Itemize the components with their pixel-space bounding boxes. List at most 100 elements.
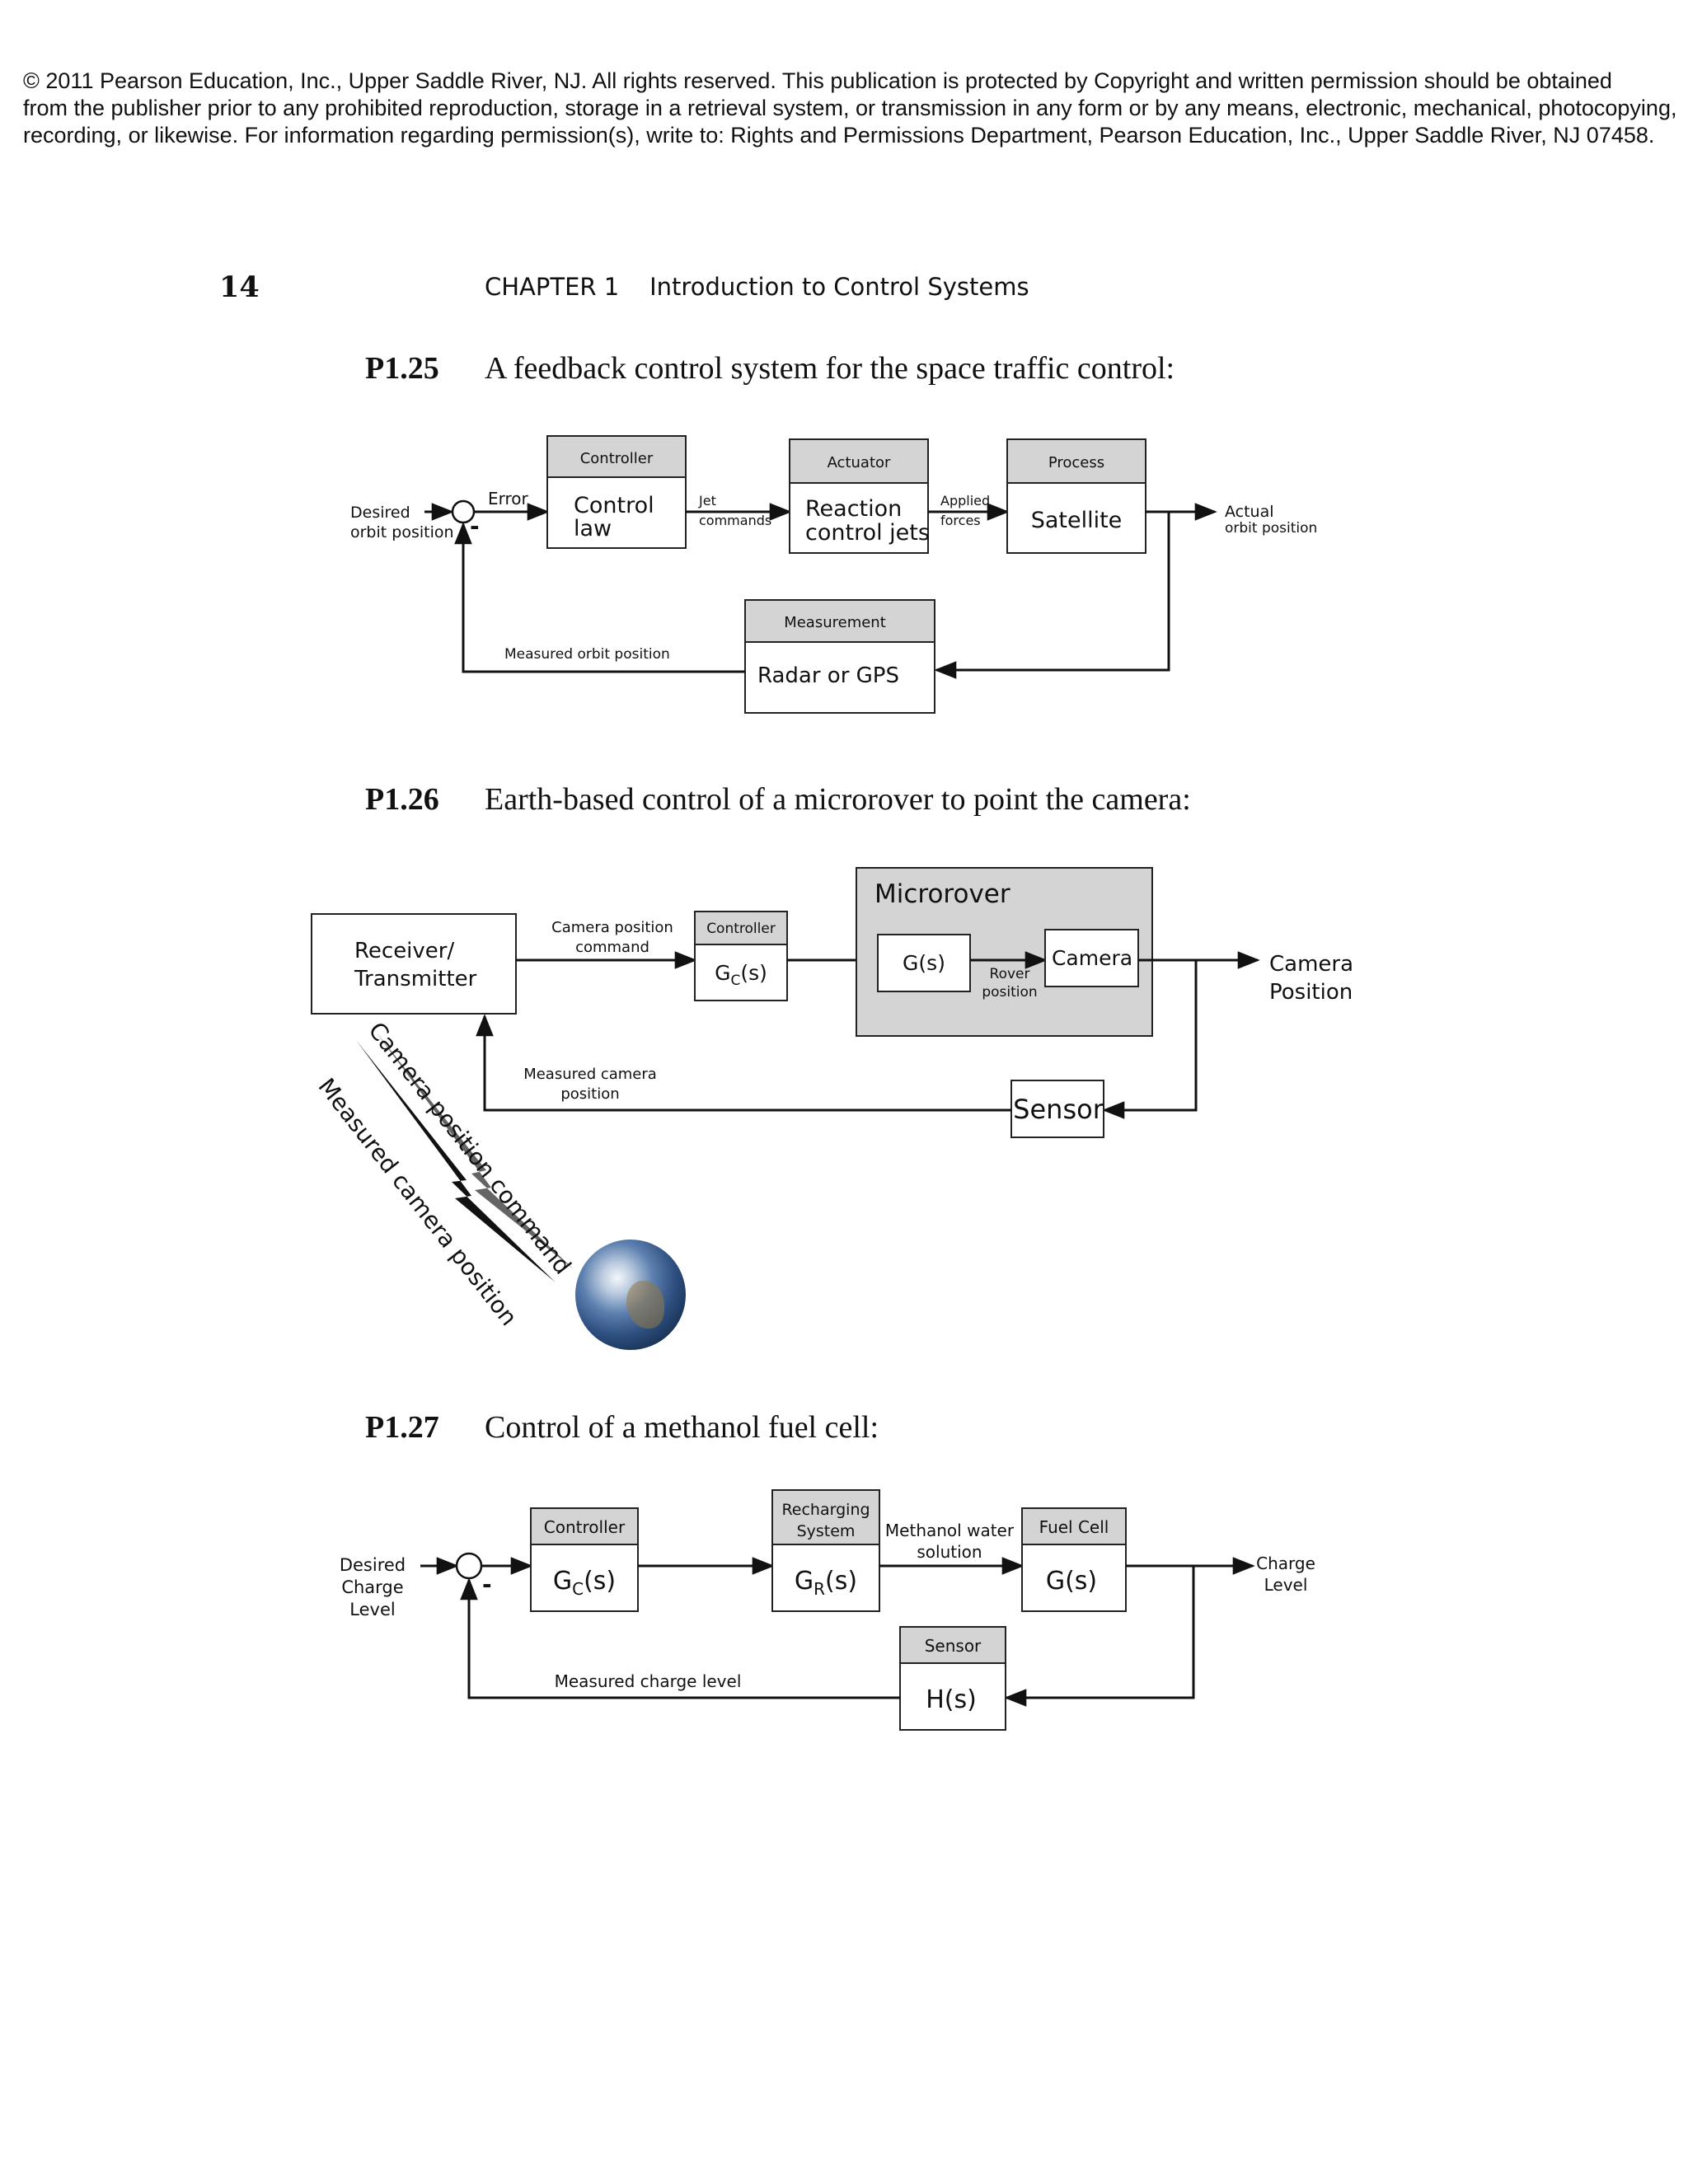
input-label: Desired: [340, 1555, 406, 1575]
problem-title: Earth-based control of a microrover to p…: [485, 782, 1191, 817]
jet-label: Jet: [698, 493, 716, 509]
sensor-header: [899, 1626, 1006, 1664]
controller-block: [530, 1544, 639, 1612]
jet-label: commands: [699, 513, 771, 528]
problem-p1-25: P1.25 A feedback control system for the s…: [365, 350, 1175, 387]
problem-number: P1.26: [365, 782, 439, 817]
controller-block: [546, 476, 687, 549]
receiver-label: Receiver/: [354, 939, 454, 963]
microrover-label: Microrover: [874, 879, 1010, 909]
recharging-header-label: Recharging: [781, 1501, 870, 1519]
copyright-line: from the publisher prior to any prohibit…: [23, 96, 1677, 120]
sensor-input-line: [1102, 960, 1198, 1119]
error-label: Error: [488, 489, 529, 509]
fuelcell-header-label: Fuel Cell: [1039, 1517, 1109, 1537]
controller-body-label: law: [574, 516, 612, 541]
copyright-line: recording, or likewise. For information …: [23, 123, 1655, 148]
problem-number: P1.27: [365, 1410, 439, 1445]
input-label: Charge: [341, 1577, 403, 1597]
feedback-label: Measured charge level: [555, 1671, 742, 1691]
link-command-label: Camera position command: [363, 1017, 576, 1279]
output-label: Actual: [1225, 503, 1274, 521]
controller-block: [694, 944, 788, 1001]
input-label: Level: [349, 1600, 395, 1619]
measurement-body-label: Radar or GPS: [757, 663, 899, 688]
receiver-block: [311, 913, 517, 1015]
camera-output-label: Position: [1269, 980, 1353, 1005]
recharging-header-label: System: [797, 1522, 856, 1540]
process-header-label: Process: [1048, 454, 1104, 471]
actuator-block: [789, 482, 929, 554]
controller-header: [694, 911, 788, 945]
rover-label: position: [982, 984, 1037, 1001]
methanol-label: Methanol water: [885, 1521, 1015, 1540]
fuelcell-body-label: G(s): [1046, 1567, 1097, 1596]
feedback-return-line: [460, 1577, 900, 1699]
minus-sign: -: [482, 1571, 492, 1598]
command-label: Camera position: [551, 919, 673, 936]
sensor-input-line: [1004, 1566, 1195, 1707]
measurement-block: [744, 641, 935, 714]
camera-block: [1044, 929, 1139, 987]
actuator-header: [789, 438, 929, 484]
output-label: orbit position: [1225, 520, 1317, 537]
actuator-header-label: Actuator: [828, 454, 891, 471]
camera-output-label: Camera: [1269, 952, 1353, 977]
controller-body-label: Control: [574, 493, 654, 518]
output-label: Level: [1264, 1575, 1308, 1595]
fuelcell-block: [1021, 1544, 1127, 1612]
controller-transfer-function: GC(s): [715, 961, 767, 989]
measured-label: position: [560, 1085, 619, 1103]
camera-label: Camera: [1052, 946, 1132, 970]
process-header: [1006, 438, 1146, 484]
controller-header-label: Controller: [580, 450, 654, 467]
copyright-line: © 2011 Pearson Education, Inc., Upper Sa…: [23, 68, 1612, 93]
measured-return-line: [476, 1014, 1011, 1112]
input-label: orbit position: [350, 523, 454, 541]
minus-sign: -: [470, 513, 480, 540]
sensor-block: [1010, 1080, 1104, 1138]
controller-header-label: Controller: [706, 921, 776, 937]
feedback-label: Measured orbit position: [504, 646, 670, 663]
controller-transfer-function: GC(s): [553, 1567, 616, 1599]
applied-label: forces: [940, 513, 981, 528]
actuator-body-label: Reaction: [805, 496, 902, 522]
running-title: CHAPTER 1 Introduction to Control System…: [485, 273, 1029, 301]
problem-number: P1.25: [365, 351, 439, 386]
recharging-block: [771, 1544, 880, 1612]
input-label: Desired: [350, 504, 410, 522]
feedback-line: [934, 512, 1170, 679]
feedback-return-line: [454, 522, 745, 673]
sensor-label: Sensor: [1013, 1094, 1104, 1125]
problem-p1-26: P1.26 Earth-based control of a microrover…: [365, 781, 1191, 818]
plant-block: [877, 934, 971, 992]
page-number: 14: [219, 270, 260, 304]
fuelcell-header: [1021, 1507, 1127, 1545]
measurement-header: [744, 599, 935, 643]
applied-label: Applied: [940, 493, 990, 509]
controller-header-label: Controller: [544, 1517, 626, 1537]
process-block: [1006, 482, 1146, 554]
command-label: command: [575, 939, 649, 956]
problem-p1-27: P1.27 Control of a methanol fuel cell:: [365, 1409, 879, 1446]
output-label: Charge: [1256, 1554, 1315, 1573]
sensor-block: [899, 1662, 1006, 1731]
receiver-label: Transmitter: [354, 967, 477, 991]
copyright-notice: © 2011 Pearson Education, Inc., Upper Sa…: [23, 68, 1677, 149]
problem-title: A feedback control system for the space …: [485, 351, 1175, 386]
measured-label: Measured camera: [523, 1066, 657, 1083]
plant-label: G(s): [903, 951, 945, 975]
measurement-header-label: Measurement: [784, 614, 886, 631]
earth-image: [575, 1240, 686, 1350]
controller-header: [546, 435, 687, 478]
process-body-label: Satellite: [1031, 508, 1123, 533]
problem-title: Control of a methanol fuel cell:: [485, 1410, 879, 1445]
sensor-header-label: Sensor: [925, 1636, 982, 1656]
rover-label: Rover: [990, 966, 1030, 982]
recharging-transfer-function: GR(s): [795, 1567, 857, 1599]
actuator-body-label: control jets: [805, 520, 930, 546]
sensor-body-label: H(s): [926, 1685, 977, 1714]
methanol-label: solution: [917, 1542, 982, 1562]
summing-junction: [455, 1552, 483, 1580]
